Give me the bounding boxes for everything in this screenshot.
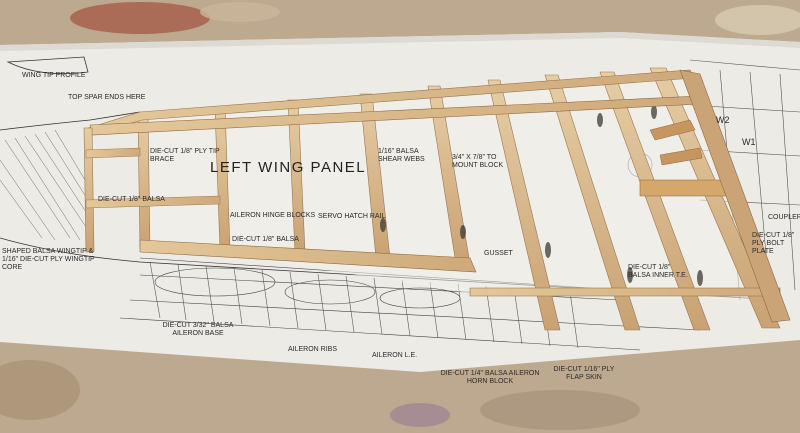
rib [544, 74, 641, 331]
purple-paint-stain [390, 403, 450, 427]
balsa-inner-label: DIE-CUT 1/8" BALSA INNER T.E. [628, 264, 688, 279]
plan-title: LEFT WING PANEL [210, 159, 367, 176]
aileron-le-label: AILERON L.E. [372, 352, 418, 359]
shaped-tip-label: SHAPED BALSA WINGTIP & 1/16" DIE-CUT PLY… [2, 248, 95, 271]
w1-label: W1 [742, 137, 756, 147]
w2-label: W2 [716, 115, 730, 125]
paint-stain [715, 5, 800, 35]
paint-stain [0, 360, 80, 420]
aileron-ribs-label: AILERON RIBS [288, 346, 338, 353]
mount-block-label: 3/4" X 7/8" TO MOUNT BLOCK [452, 154, 504, 169]
plan-outline [0, 111, 141, 131]
tip-rib [83, 127, 95, 253]
ply-tip-brace-label: DIE-CUT 1/8" PLY TIP BRACE [150, 148, 220, 163]
rib [599, 71, 711, 331]
balsa-tip-label: DIE-CUT 1/8" BALSA [98, 196, 165, 203]
aileron-rib-lines [149, 261, 579, 349]
red-paint-stain [70, 2, 210, 34]
gusset-block [659, 147, 703, 166]
mount-block [639, 179, 731, 197]
tip-hatching [0, 129, 89, 241]
rib [487, 79, 561, 331]
rib [137, 115, 151, 249]
top-spar-label: TOP SPAR ENDS HERE [68, 94, 146, 101]
paint-stain [480, 390, 640, 430]
flap-skin-label: DIE-CUT 1/16" PLY FLAP SKIN [553, 366, 615, 381]
paint-stain [200, 2, 280, 22]
aileron-leading-edge [139, 239, 477, 273]
horn-block-label: DIE-CUT 1/4" BALSA AILERON HORN BLOCK [440, 370, 540, 385]
plan-trailing-edge [0, 237, 781, 301]
aileron-base-label: DIE-CUT 3/32" BALSA AILERON BASE [162, 322, 234, 337]
wing-framework [83, 67, 791, 331]
bolt-plate-label: DIE-CUT 1/8" PLY BOLT PLATE [752, 232, 795, 255]
ply-rib-label: DIE-CUT 1/8" BALSA [232, 236, 299, 243]
tip-brace [85, 147, 141, 159]
inner-trailing-edge [469, 287, 781, 297]
gusset-block [649, 119, 696, 141]
servo-rail-label: SERVO HATCH RAIL [318, 213, 386, 220]
wing-tip-profile-label: WING TIP PROFILE [22, 72, 86, 79]
wing-tip-profile-drawing [6, 56, 89, 75]
hinge-blocks-label: AILERON HINGE BLOCKS [230, 212, 316, 219]
coupler-label: COUPLER [768, 214, 800, 221]
gusset-label: GUSSET [484, 250, 513, 257]
paper-edge [0, 32, 800, 51]
tip-brace [85, 195, 221, 209]
shear-webs-label: 1/16" BALSA SHEAR WEBS [378, 148, 425, 163]
root-rib [679, 69, 791, 323]
